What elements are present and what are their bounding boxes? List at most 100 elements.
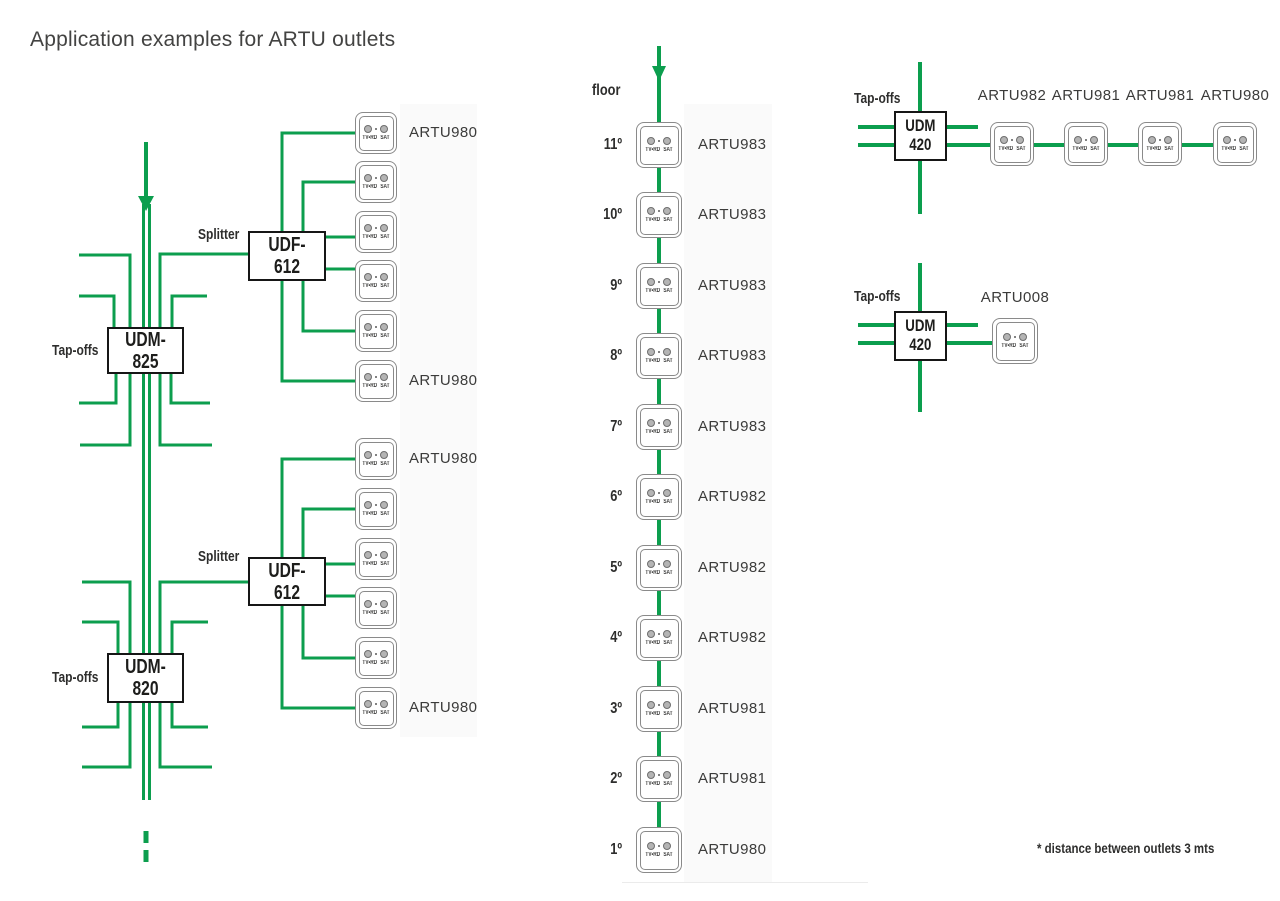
sat-label: SAT bbox=[663, 429, 673, 435]
artu-outlet: TV•RD SAT bbox=[636, 192, 682, 238]
outlet-faceplate: TV•RD SAT bbox=[639, 759, 679, 799]
artu-outlet: TV•RD SAT bbox=[636, 756, 682, 802]
riser-trunk bbox=[138, 142, 154, 863]
sat-socket-icon bbox=[663, 137, 671, 145]
sat-socket-icon bbox=[663, 842, 671, 850]
tv-rd-label: TV•RD bbox=[645, 852, 661, 858]
sat-socket-icon bbox=[380, 174, 388, 182]
artu-outlet: TV•RD SAT bbox=[636, 545, 682, 591]
tv-rd-label: TV•RD bbox=[645, 429, 661, 435]
tap-offs-label-udm825: Tap-offs bbox=[52, 342, 99, 359]
floor-number-label: 9º bbox=[610, 277, 622, 294]
artu-outlet: TV•RD SAT bbox=[355, 260, 397, 302]
tv-rd-socket-icon bbox=[364, 501, 372, 509]
outlet-faceplate: TV•RD SAT bbox=[1141, 125, 1179, 163]
outlet-model-label: ARTU983 bbox=[698, 136, 767, 153]
tv-rd-label: TV•RD bbox=[362, 511, 378, 517]
sat-socket-icon bbox=[380, 224, 388, 232]
outlet-model-label: ARTU983 bbox=[698, 277, 767, 294]
tv-rd-label: TV•RD bbox=[645, 217, 661, 223]
tv-rd-socket-icon bbox=[647, 207, 655, 215]
tv-rd-label: TV•RD bbox=[362, 461, 378, 467]
center-pin-icon bbox=[375, 276, 377, 278]
artu-outlet: TV•RD SAT bbox=[355, 161, 397, 203]
outlet-model-label: ARTU981 bbox=[1051, 87, 1121, 104]
udm825-tap-lines bbox=[79, 252, 248, 447]
outlet-faceplate: TV•RD SAT bbox=[995, 321, 1035, 361]
tap-offs-label-top: Tap-offs bbox=[854, 90, 901, 107]
artu-outlet: TV•RD SAT bbox=[1138, 122, 1182, 166]
distance-note: * distance between outlets 3 mts bbox=[1037, 840, 1215, 856]
artu-outlet: TV•RD SAT bbox=[355, 637, 397, 679]
floor-number-label: 8º bbox=[610, 347, 622, 364]
outlet-model-label: ARTU982 bbox=[698, 629, 767, 646]
tv-rd-socket-icon bbox=[1000, 136, 1008, 144]
center-pin-icon bbox=[375, 227, 377, 229]
outlet-faceplate: TV•RD SAT bbox=[358, 164, 394, 200]
artu-outlet: TV•RD SAT bbox=[1213, 122, 1257, 166]
tv-rd-socket-icon bbox=[647, 137, 655, 145]
center-pin-icon bbox=[375, 128, 377, 130]
sat-label: SAT bbox=[663, 217, 673, 223]
sat-socket-icon bbox=[663, 489, 671, 497]
sat-label: SAT bbox=[1090, 146, 1100, 152]
center-pin-icon bbox=[658, 774, 660, 776]
device-udm420-top: UDM 420 bbox=[894, 111, 947, 161]
sat-label: SAT bbox=[380, 610, 390, 616]
outlet-model-label: ARTU980 bbox=[409, 699, 478, 716]
center-pin-icon bbox=[1011, 139, 1013, 141]
tv-rd-label: TV•RD bbox=[362, 610, 378, 616]
sat-label: SAT bbox=[663, 147, 673, 153]
shade-left-label-column bbox=[400, 104, 477, 737]
tv-rd-socket-icon bbox=[647, 630, 655, 638]
outlet-model-label: ARTU982 bbox=[698, 488, 767, 505]
splitter-label-upper: Splitter bbox=[198, 226, 240, 243]
tv-rd-socket-icon bbox=[364, 323, 372, 331]
sat-socket-icon bbox=[1164, 136, 1172, 144]
shade-mid-label-column bbox=[684, 104, 772, 882]
tv-rd-socket-icon bbox=[647, 842, 655, 850]
tv-rd-socket-icon bbox=[364, 650, 372, 658]
outlet-faceplate: TV•RD SAT bbox=[358, 640, 394, 676]
outlet-model-label: ARTU982 bbox=[977, 87, 1047, 104]
page-title: Application examples for ARTU outlets bbox=[30, 28, 396, 51]
floor-number-label: 1º bbox=[610, 841, 622, 858]
center-pin-icon bbox=[375, 376, 377, 378]
sat-label: SAT bbox=[380, 184, 390, 190]
floor-column-header: floor bbox=[592, 82, 621, 99]
sat-label: SAT bbox=[380, 135, 390, 141]
tv-rd-label: TV•RD bbox=[645, 781, 661, 787]
tv-rd-socket-icon bbox=[647, 419, 655, 427]
sat-label: SAT bbox=[380, 383, 390, 389]
sat-label: SAT bbox=[380, 283, 390, 289]
sat-socket-icon bbox=[380, 125, 388, 133]
artu-outlet: TV•RD SAT bbox=[355, 438, 397, 480]
outlet-faceplate: TV•RD SAT bbox=[358, 441, 394, 477]
artu-outlet: TV•RD SAT bbox=[636, 263, 682, 309]
outlet-model-label: ARTU980 bbox=[409, 124, 478, 141]
artu-outlet: TV•RD SAT bbox=[990, 122, 1034, 166]
center-pin-icon bbox=[375, 326, 377, 328]
center-pin-icon bbox=[658, 351, 660, 353]
sat-label: SAT bbox=[380, 234, 390, 240]
artu-outlet: TV•RD SAT bbox=[355, 112, 397, 154]
tv-rd-socket-icon bbox=[364, 551, 372, 559]
sat-socket-icon bbox=[380, 501, 388, 509]
artu-outlet: TV•RD SAT bbox=[355, 587, 397, 629]
outlet-model-label: ARTU981 bbox=[698, 700, 767, 717]
sat-socket-icon bbox=[663, 419, 671, 427]
outlet-model-label: ARTU980 bbox=[1200, 87, 1270, 104]
tv-rd-label: TV•RD bbox=[362, 283, 378, 289]
outlet-faceplate: TV•RD SAT bbox=[358, 115, 394, 151]
tv-rd-socket-icon bbox=[647, 278, 655, 286]
outlet-faceplate: TV•RD SAT bbox=[358, 590, 394, 626]
sat-label: SAT bbox=[1239, 146, 1249, 152]
outlet-faceplate: TV•RD SAT bbox=[1216, 125, 1254, 163]
outlet-faceplate: TV•RD SAT bbox=[358, 263, 394, 299]
tv-rd-label: TV•RD bbox=[362, 333, 378, 339]
sat-label: SAT bbox=[663, 499, 673, 505]
artu-outlet: TV•RD SAT bbox=[636, 474, 682, 520]
tv-rd-socket-icon bbox=[364, 451, 372, 459]
center-pin-icon bbox=[375, 554, 377, 556]
sat-label: SAT bbox=[1016, 146, 1026, 152]
